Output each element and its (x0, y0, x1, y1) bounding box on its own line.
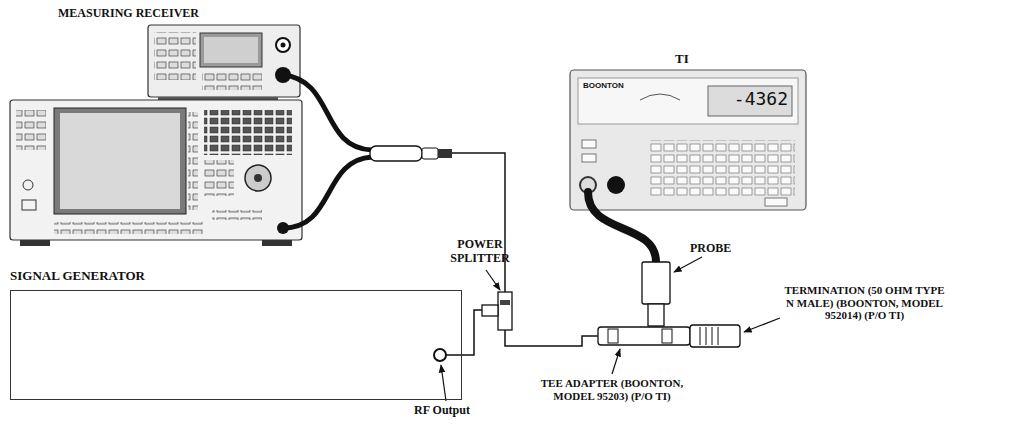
rf-output-connector (434, 349, 446, 361)
probe-cable (588, 192, 656, 262)
display-reading: -4362 (712, 89, 788, 110)
box-outline (10, 290, 462, 400)
part-label: BOONTON (583, 81, 624, 90)
part-label: RF Output (414, 404, 470, 418)
spectrum-analyzer-unit (10, 100, 302, 246)
wire (440, 310, 482, 355)
cable-adapter (370, 146, 452, 161)
probe (642, 262, 670, 326)
instrument-box: SIGNAL GENERATOR (10, 268, 462, 401)
wire (505, 330, 598, 346)
part-label: MEASURING RECEIVER (58, 7, 199, 21)
part-label: TERMINATION (50 OHM TYPE N MALE) (BOONTO… (782, 284, 947, 322)
rf-voltmeter-ti (570, 70, 806, 210)
termination (690, 325, 740, 347)
instrument-name: SIGNAL GENERATOR (10, 268, 462, 284)
measuring-receiver-unit (148, 25, 300, 101)
part-label: POWER SPLITTER (440, 238, 520, 266)
wire (452, 153, 505, 292)
power-splitter (482, 292, 512, 330)
cable (283, 75, 372, 228)
tee-adapter (598, 327, 690, 345)
part-label: TEE ADAPTER (BOONTON, MODEL 95203) (P/O … (532, 377, 692, 402)
part-label: TI (675, 52, 689, 67)
part-label: PROBE (690, 242, 731, 256)
